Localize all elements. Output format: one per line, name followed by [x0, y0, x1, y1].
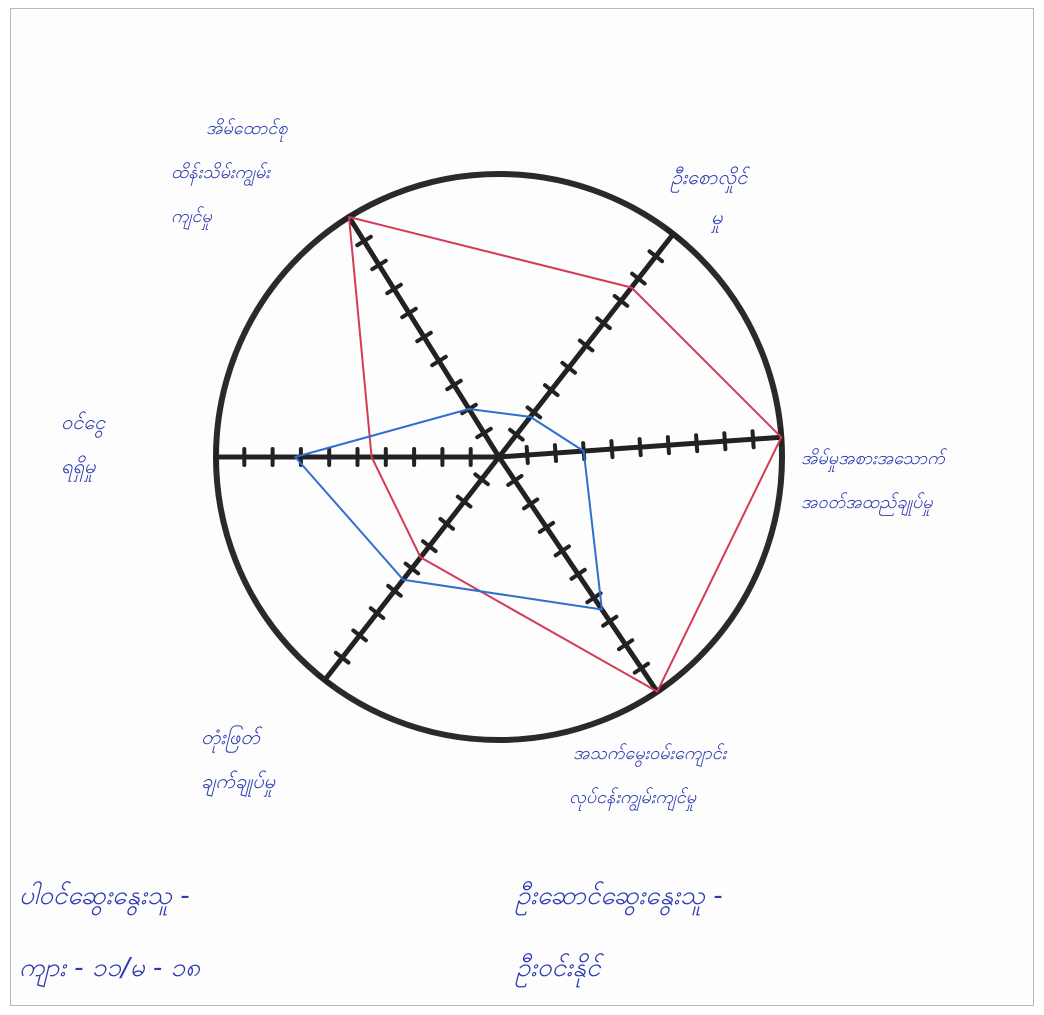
axis-tick: [524, 445, 530, 466]
axis-tick: [368, 606, 386, 621]
axis-label-bottom-left: တုံးဖြတ် ချက်ချုပ်မှု: [201, 725, 276, 797]
axis-tick: [385, 282, 403, 296]
axis-tick: [630, 271, 647, 286]
axis-tick: [537, 520, 556, 534]
axis-tick: [577, 338, 595, 353]
axis-tick: [616, 638, 635, 652]
axis-tick: [522, 497, 540, 511]
axis-tick: [560, 360, 577, 375]
axis-label-top-right: ဦးစောလှိုင် မှု: [670, 165, 754, 233]
axis-tick: [632, 661, 651, 675]
series-polygon-2: [294, 408, 603, 611]
axis-tick: [553, 544, 571, 558]
axis-tick: [370, 258, 388, 272]
participants-count-line: ကျား - ၁၁/မ - ၁၈: [19, 953, 201, 988]
axis-tick: [421, 539, 438, 554]
axis-tick: [508, 427, 525, 442]
axis-label-bottom-right-line-1: အသက်မွေးဝမ်းကျောင်း: [573, 743, 728, 767]
axis-label-bottom-right-line-2: လုပ်ငန်းကျွမ်းကျင်မှု: [569, 787, 697, 811]
axis-tick: [647, 249, 665, 264]
axis-tick: [506, 473, 524, 487]
footer-left: ပါဝင်ဆွေးနွေးသူ - ကျား - ၁၁/မ - ၁၈: [19, 881, 201, 988]
axis-tick: [475, 426, 493, 440]
axis-tick: [750, 429, 756, 450]
participants-line: ပါဝင်ဆွေးနွေးသူ -: [19, 881, 190, 916]
axis-label-left-line-2: ရရှိမှု: [61, 454, 96, 482]
series-layer: [294, 216, 783, 693]
facilitator-name-line: ဦးဝင်းနိုင်: [515, 953, 604, 988]
axis-tick: [403, 561, 421, 576]
radar-diagram: ဦးစောလှိုင် မှု အိမ်မှုအစားအသောက် အဝတ်အထ…: [19, 118, 950, 988]
axis-tick: [400, 306, 418, 320]
axis-tick: [455, 494, 473, 509]
axis-label-right-line-2: အဝတ်အထည်ချုပ်မှု: [801, 492, 933, 516]
axis-label-top-left: အိမ်ထောင်စု ထိန်းသိမ်းကျွမ်း ကျင်မှု: [171, 118, 293, 230]
axis-tick: [694, 433, 700, 454]
axis-label-top-left-line-1: အိမ်ထောင်စု: [206, 118, 288, 142]
axis-label-left: ဝင်ငွေ ရရှိမှု: [61, 410, 112, 482]
axis-tick: [438, 516, 456, 531]
axis-tick: [637, 437, 643, 458]
axis-label-bottom-left-line-1: တုံးဖြတ်: [201, 725, 263, 753]
axis-tick: [445, 378, 463, 392]
axis-tick: [316, 673, 334, 687]
axis-tick: [473, 472, 490, 487]
axis-tick: [415, 330, 433, 344]
axis-tick: [430, 354, 448, 368]
axis-tick: [595, 316, 612, 331]
axis-tick: [542, 383, 560, 398]
axis-tick: [386, 583, 403, 598]
axis-tick: [665, 435, 671, 456]
axis-tick: [612, 293, 630, 308]
axis-tick: [552, 443, 559, 464]
axis-label-top-right-line-2: မှု: [710, 205, 723, 233]
axis-tick: [609, 439, 615, 460]
axis-label-right: အိမ်မှုအစားအသောက် အဝတ်အထည်ချုပ်မှု: [801, 448, 950, 516]
axis-tick: [664, 227, 682, 241]
axis-tick: [569, 567, 587, 581]
axis-label-top-left-line-3: ကျင်မှု: [171, 206, 212, 230]
series-polygon-1: [348, 216, 783, 693]
axis-tick: [601, 614, 619, 628]
footer-right: ဦးဆောင်ဆွေးနွေးသူ - ဦးဝင်းနိုင်: [515, 881, 731, 988]
axis-tick: [722, 431, 728, 452]
axis-label-left-line-1: ဝင်ငွေ: [61, 410, 106, 438]
axis-label-bottom-left-line-2: ချက်ချုပ်မှု: [201, 769, 276, 797]
axis-tick: [585, 591, 603, 605]
axis-label-top-right-line-1: ဦးစောလှိုင်: [670, 165, 750, 193]
axis-label-right-line-1: အိမ်မှုအစားအသောက်: [801, 448, 948, 472]
axis-tick: [351, 628, 368, 643]
axis-tick: [525, 405, 543, 420]
axis-label-bottom-right: အသက်မွေးဝမ်းကျောင်း လုပ်ငန်းကျွမ်းကျင်မှ…: [569, 743, 732, 811]
axis-tick: [333, 650, 351, 665]
axis-label-top-left-line-2: ထိန်းသိမ်းကျွမ်း: [171, 162, 271, 186]
facilitator-title-line: ဦးဆောင်ဆွေးနွေးသူ -: [515, 881, 723, 916]
axis-tick: [355, 234, 373, 248]
paper-sheet: ဦးစောလှိုင် မှု အိမ်မှုအစားအသောက် အဝတ်အထ…: [10, 8, 1034, 1006]
